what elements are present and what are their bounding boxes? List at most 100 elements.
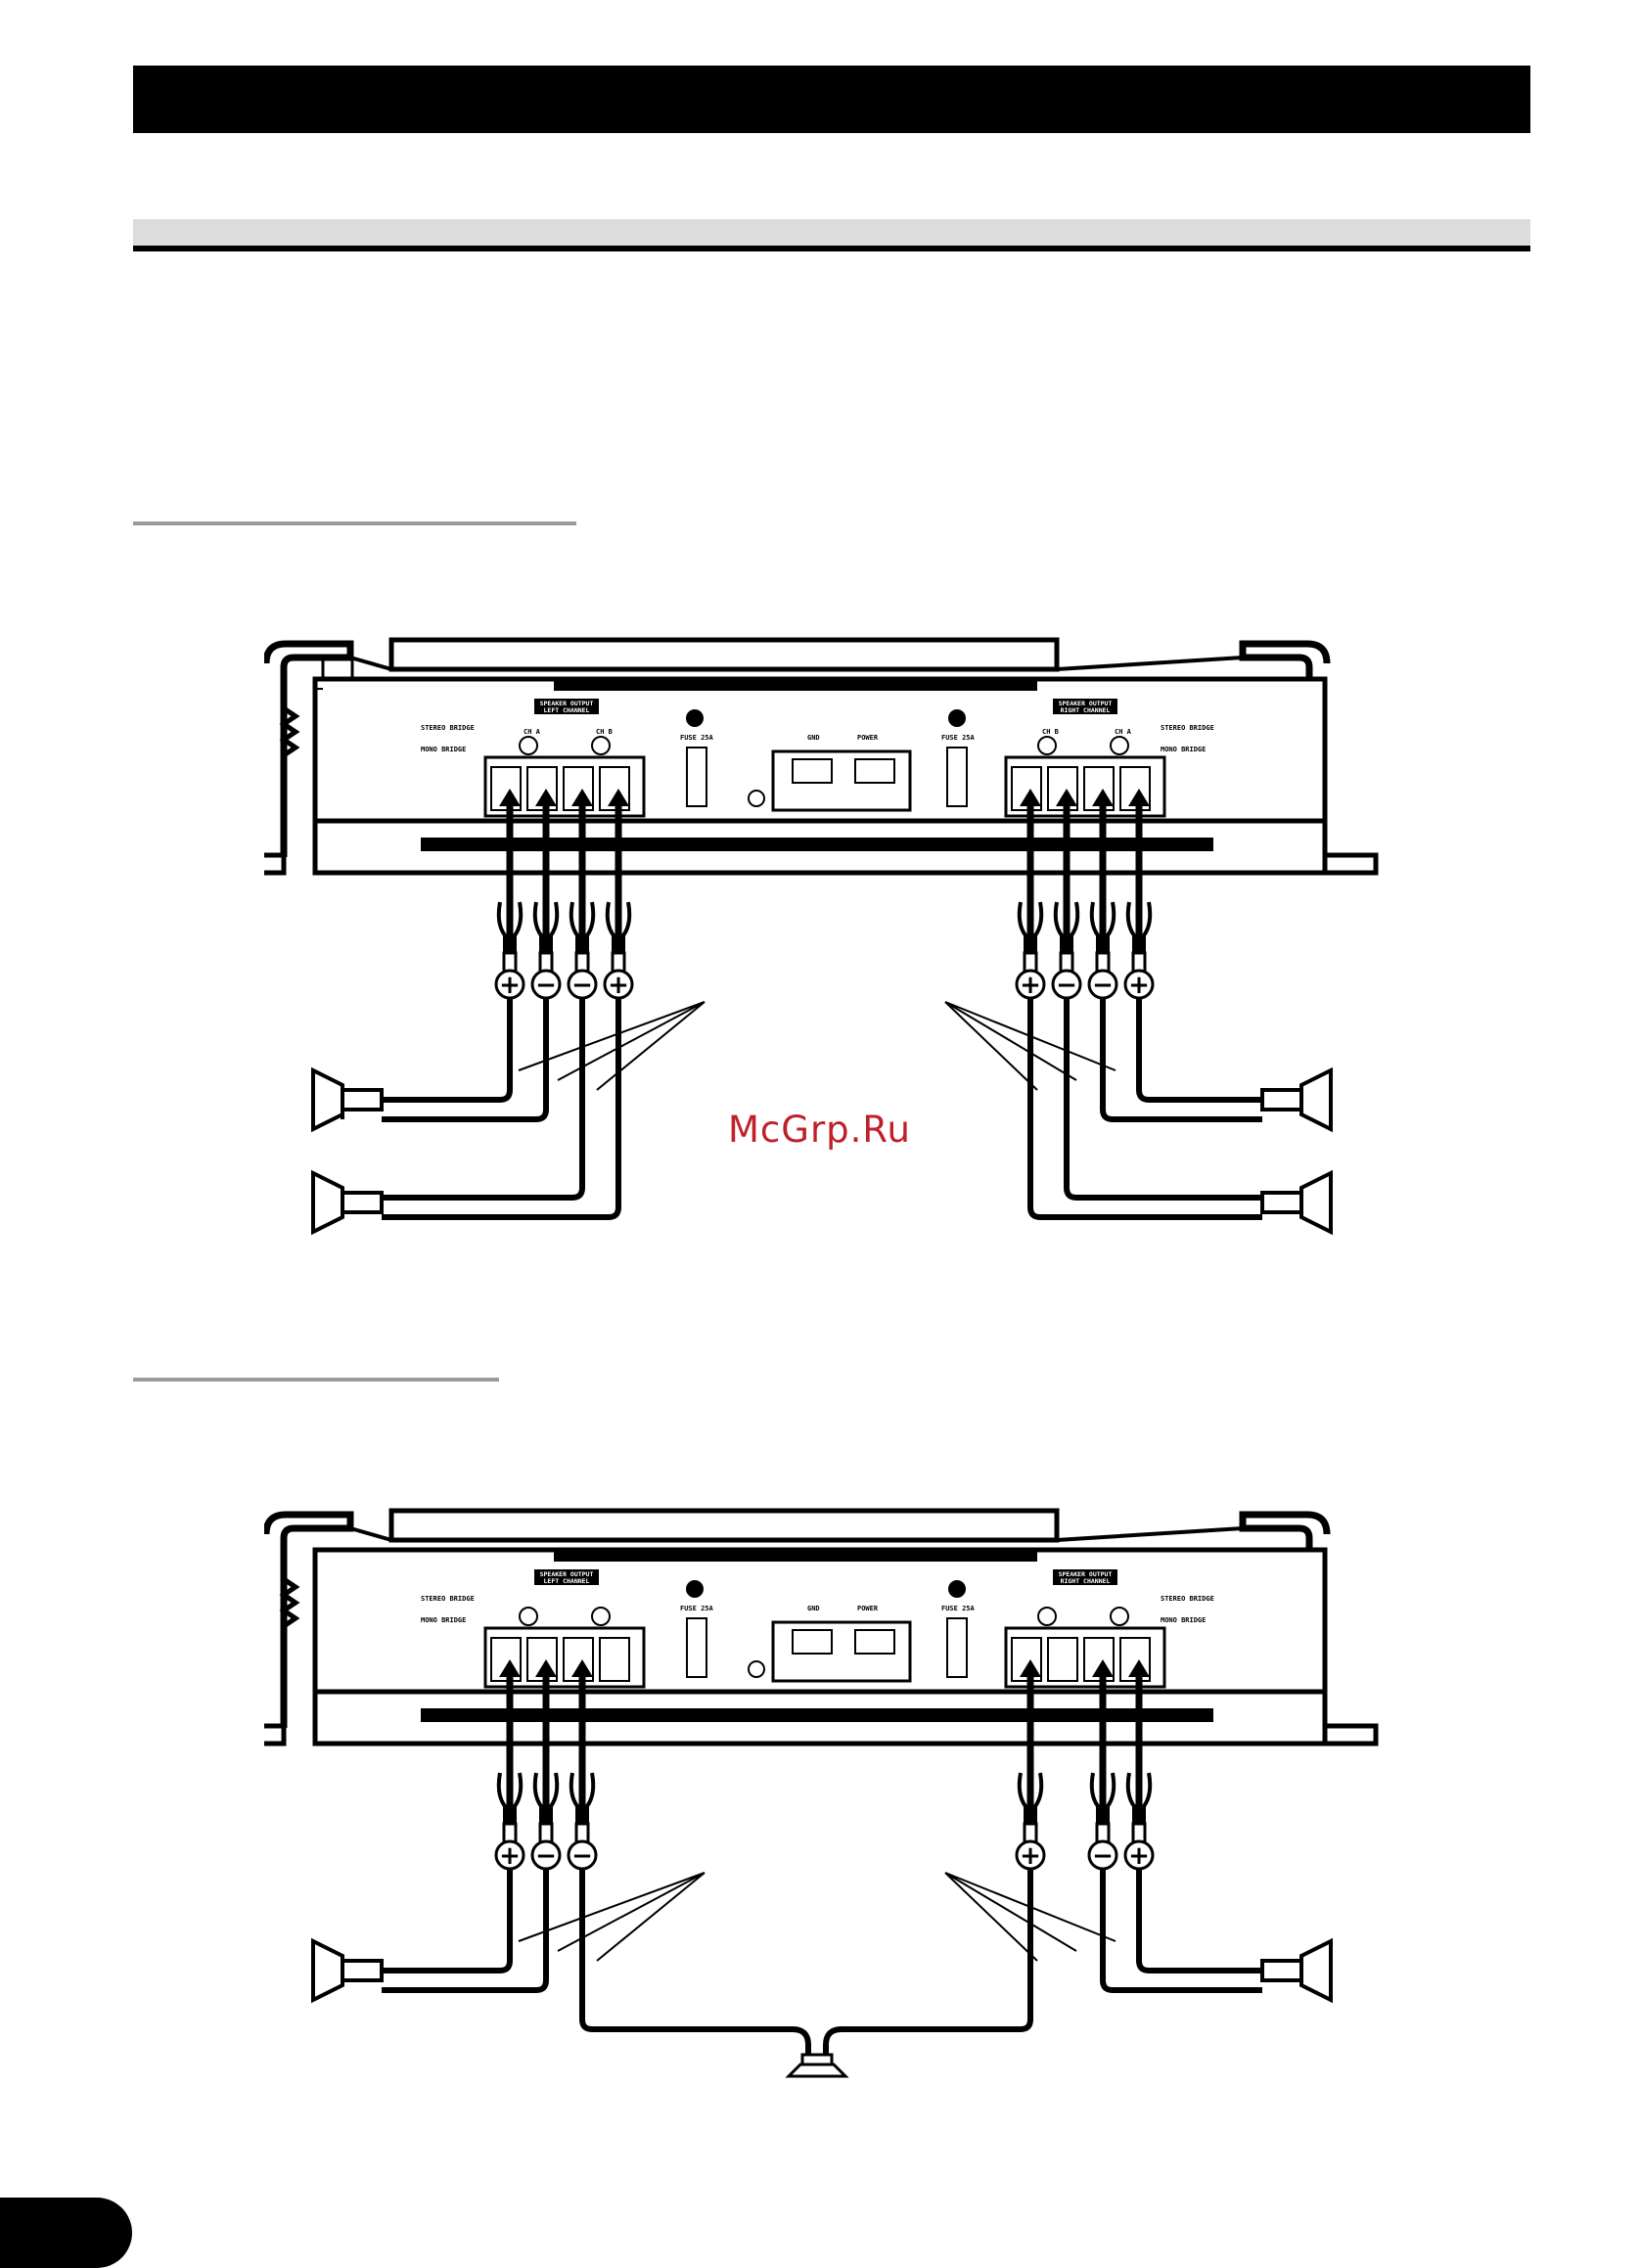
fuse-right: FUSE 25A bbox=[941, 1580, 976, 1678]
amp-vent-bottom bbox=[421, 1708, 1213, 1722]
arrow-head-icon bbox=[499, 789, 521, 806]
left-output-label-1: SPEAKER OUTPUT bbox=[540, 1570, 594, 1578]
ch-a-terminal-icon bbox=[519, 1607, 538, 1626]
chassis-screw-icon bbox=[748, 1660, 765, 1678]
polarity-symbol: − bbox=[535, 1841, 557, 1871]
fuse-right: FUSE 25A bbox=[941, 709, 976, 807]
left-speaker-output-block: SPEAKER OUTPUT LEFT CHANNEL STEREO BRIDG… bbox=[421, 1569, 646, 1689]
arrow-head-icon bbox=[1128, 789, 1150, 806]
fuse-left-label: FUSE 25A bbox=[680, 1605, 714, 1612]
stereo-bridge-label-left: STEREO BRIDGE bbox=[421, 724, 475, 732]
polarity-symbol: + bbox=[608, 971, 629, 1000]
polarity-symbol: + bbox=[1020, 971, 1041, 1000]
bridged-wiring-diagram: SPEAKER OUTPUT LEFT CHANNEL STEREO BRIDG… bbox=[264, 1508, 1379, 2078]
ch-b-terminal-icon bbox=[1037, 736, 1057, 755]
subsection-rule-2 bbox=[133, 1378, 499, 1382]
right-output-label-1: SPEAKER OUTPUT bbox=[1059, 700, 1113, 707]
right-speaker-1-icon bbox=[1260, 1066, 1333, 1133]
wiring bbox=[382, 1872, 1262, 2059]
polarity-symbol: + bbox=[499, 971, 521, 1000]
arrow-head-icon bbox=[1092, 1659, 1114, 1677]
amp-vent-top bbox=[554, 679, 1037, 691]
fuse-plus-icon bbox=[948, 709, 966, 727]
right-connectors: +−+ bbox=[1015, 1659, 1155, 1931]
section-heading-rule bbox=[133, 246, 1530, 251]
arrow-head-icon bbox=[535, 1659, 557, 1677]
ch-b-terminal-icon bbox=[591, 736, 611, 755]
amp-vent-bottom bbox=[421, 838, 1213, 851]
amp-vent-top bbox=[554, 1550, 1037, 1562]
polarity-symbol: − bbox=[1092, 1841, 1114, 1871]
power-block: GND POWER bbox=[748, 734, 912, 812]
ch-b-label-right: CH B bbox=[1042, 728, 1059, 736]
left-speaker-icon bbox=[311, 1937, 384, 2004]
fuse-right-label: FUSE 25A bbox=[941, 1605, 976, 1612]
fuse-left: FUSE 25A bbox=[680, 1580, 714, 1678]
ch-b-label-left: CH B bbox=[596, 728, 613, 736]
polarity-symbol: − bbox=[535, 971, 557, 1000]
mono-bridge-label-left: MONO BRIDGE bbox=[421, 1616, 466, 1624]
polarity-symbol: − bbox=[1092, 971, 1114, 1000]
power-label: POWER bbox=[857, 1605, 879, 1612]
stereo-bridge-label-left: STEREO BRIDGE bbox=[421, 1595, 475, 1603]
stereo-bridge-label-right: STEREO BRIDGE bbox=[1161, 1595, 1214, 1603]
polarity-symbol: + bbox=[1020, 1841, 1041, 1871]
polarity-symbol: + bbox=[499, 1841, 521, 1871]
arrow-head-icon bbox=[1020, 1659, 1041, 1677]
left-connectors: +−− bbox=[494, 1659, 598, 1931]
watermark: McGrp.Ru bbox=[728, 1109, 911, 1151]
right-output-label-2: RIGHT CHANNEL bbox=[1061, 706, 1111, 714]
right-output-label-1: SPEAKER OUTPUT bbox=[1059, 1570, 1113, 1578]
fuse-right-label: FUSE 25A bbox=[941, 734, 976, 742]
ch-a-terminal-icon bbox=[519, 736, 538, 755]
subsection-rule-1 bbox=[133, 522, 576, 525]
header-bar bbox=[133, 66, 1530, 133]
power-block: GND POWER bbox=[748, 1605, 912, 1683]
fuse-plus-icon bbox=[686, 1580, 704, 1598]
wiring bbox=[382, 1001, 1262, 1220]
fuse-left: FUSE 25A bbox=[680, 709, 714, 807]
left-output-label-2: LEFT CHANNEL bbox=[544, 706, 590, 714]
arrow-head-icon bbox=[608, 789, 629, 806]
gnd-label: GND bbox=[807, 734, 820, 742]
ch-a-label-left: CH A bbox=[524, 728, 541, 736]
fuse-left-label: FUSE 25A bbox=[680, 734, 714, 742]
ch-b-terminal-icon bbox=[591, 1607, 611, 1626]
mono-bridge-label-left: MONO BRIDGE bbox=[421, 746, 466, 753]
power-label: POWER bbox=[857, 734, 879, 742]
polarity-symbol: − bbox=[571, 971, 593, 1000]
stereo-bridge-label-right: STEREO BRIDGE bbox=[1161, 724, 1214, 732]
arrow-head-icon bbox=[1056, 789, 1077, 806]
polarity-symbol: − bbox=[571, 1841, 593, 1871]
left-speaker-1-icon bbox=[311, 1066, 384, 1133]
right-output-label-2: RIGHT CHANNEL bbox=[1061, 1577, 1111, 1585]
ch-b-terminal-icon bbox=[1037, 1607, 1057, 1626]
polarity-symbol: + bbox=[1128, 971, 1150, 1000]
right-speaker-icon bbox=[1260, 1937, 1333, 2004]
fuse-plus-icon bbox=[686, 709, 704, 727]
arrow-head-icon bbox=[499, 1659, 521, 1677]
right-connectors: +−−+ bbox=[1015, 789, 1155, 1061]
polarity-symbol: − bbox=[1056, 971, 1077, 1000]
mono-bridge-label-right: MONO BRIDGE bbox=[1161, 746, 1206, 753]
left-speaker-2-icon bbox=[311, 1169, 384, 1236]
arrow-head-icon bbox=[1092, 789, 1114, 806]
arrow-head-icon bbox=[1128, 1659, 1150, 1677]
page-number-tab bbox=[0, 2198, 132, 2268]
arrow-head-icon bbox=[571, 789, 593, 806]
chassis-screw-icon bbox=[748, 790, 765, 807]
arrow-head-icon bbox=[535, 789, 557, 806]
gnd-label: GND bbox=[807, 1605, 820, 1612]
right-speaker-2-icon bbox=[1260, 1169, 1333, 1236]
section-heading-bar bbox=[133, 219, 1530, 246]
arrow-head-icon bbox=[1020, 789, 1041, 806]
mono-bridge-label-right: MONO BRIDGE bbox=[1161, 1616, 1206, 1624]
left-output-label-1: SPEAKER OUTPUT bbox=[540, 700, 594, 707]
left-output-label-2: LEFT CHANNEL bbox=[544, 1577, 590, 1585]
ch-a-terminal-icon bbox=[1110, 736, 1129, 755]
ch-a-terminal-icon bbox=[1110, 1607, 1129, 1626]
polarity-symbol: + bbox=[1128, 1841, 1150, 1871]
fuse-plus-icon bbox=[948, 1580, 966, 1598]
ch-a-label-right: CH A bbox=[1115, 728, 1132, 736]
bridged-speaker-icon bbox=[785, 2053, 849, 2078]
